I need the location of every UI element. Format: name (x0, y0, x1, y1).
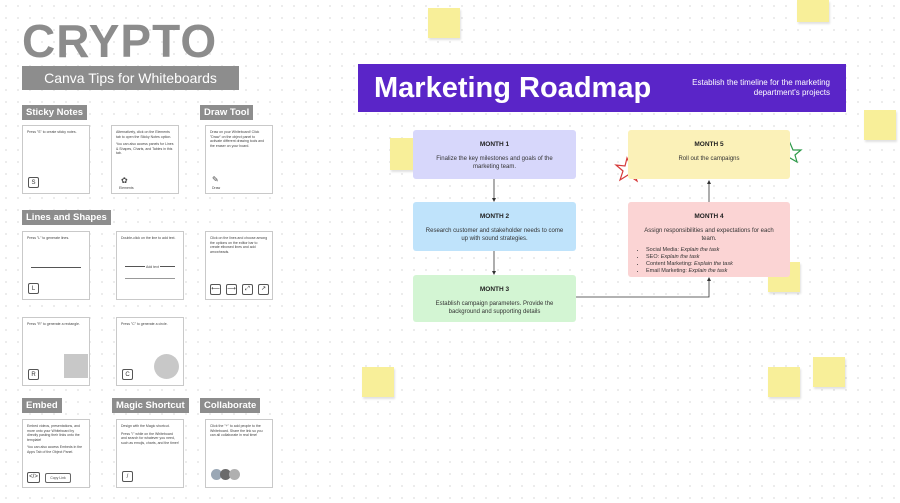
month-5-card[interactable]: MONTH 5 Roll out the campaigns (628, 130, 790, 179)
tip-text: Press "C" to generate a circle. (121, 322, 168, 326)
copy-link-button[interactable]: Copy Link (45, 473, 71, 483)
tip-card-sticky-shortcut[interactable]: Press "S" to create sticky notes. S (22, 125, 90, 194)
section-label-lines-shapes: Lines and Shapes (22, 210, 111, 225)
tip-card-embed[interactable]: Embed videos, presentations, and more on… (22, 419, 90, 488)
month-2-card[interactable]: MONTH 2 Research customer and stakeholde… (413, 202, 576, 251)
sticky-note[interactable] (813, 357, 845, 387)
tip-text: Draw on your Whiteboard! Click "Draw" on… (210, 130, 265, 148)
pencil-icon: ✎ (212, 175, 219, 184)
tip-card-magic[interactable]: Design with the Magic shortcut. Press "/… (116, 419, 184, 488)
key-c-badge: C (122, 369, 133, 380)
sticky-note[interactable] (362, 367, 394, 397)
month-text: Assign responsibilities and expectations… (644, 228, 774, 242)
section-label-collaborate: Collaborate (200, 398, 261, 413)
month-4-card[interactable]: MONTH 4 Assign responsibilities and expe… (628, 202, 790, 277)
task-item: SEO: Explain the task (646, 254, 790, 261)
tip-card-sticky-elements[interactable]: Alternatively, click on the Elements tab… (111, 125, 179, 194)
month-label: MONTH 5 (694, 141, 724, 148)
task-item: Social Media: Explain the task (646, 247, 790, 254)
tip-text: Press "R" to generate a rectangle. (27, 322, 80, 326)
sample-line (125, 278, 175, 279)
section-label-magic-shortcut: Magic Shortcut (112, 398, 189, 413)
month-text: Roll out the campaigns (678, 156, 740, 162)
sample-line (31, 267, 81, 268)
month-label: MONTH 2 (479, 213, 510, 220)
month-text: Establish campaign parameters. Provide t… (435, 301, 554, 315)
tip-text: You can also access panels for Lines & S… (116, 142, 174, 155)
month-1-card[interactable]: MONTH 1 Finalize the key milestones and … (413, 130, 576, 179)
sticky-note[interactable] (428, 8, 460, 38)
sample-rectangle (64, 354, 88, 378)
tip-text: Press "L" to generate lines. (27, 236, 70, 240)
tip-card-collaborate[interactable]: Click the "+" to add people to the White… (205, 419, 273, 488)
month-label: MONTH 1 (479, 141, 510, 148)
tip-card-elbow-lines[interactable]: Click on the lines and choose among the … (205, 231, 273, 300)
draw-icon-label: Draw (212, 186, 221, 190)
key-s-badge: S (28, 177, 39, 188)
section-label-sticky-notes: Sticky Notes (22, 105, 88, 120)
tip-card-rectangle[interactable]: Press "R" to generate a rectangle. R (22, 317, 90, 386)
tip-text: Press "S" to create sticky notes. (27, 130, 77, 134)
line-arrow-icon[interactable]: ⟶ (226, 284, 237, 295)
task-list: Social Media: Explain the task SEO: Expl… (628, 247, 790, 275)
tip-text: Embed videos, presentations, and more on… (27, 424, 80, 442)
month-label: MONTH 4 (694, 213, 724, 220)
tip-text: Click the "+" to add people to the White… (210, 424, 263, 437)
sample-circle (154, 354, 179, 379)
sample-line-text: Add text (145, 265, 160, 270)
line-diagonal-icon[interactable]: ⤢ (242, 284, 253, 295)
roadmap-header[interactable]: Marketing Roadmap Establish the timeline… (358, 64, 846, 112)
tip-text: Press "/" while on the Whiteboard and se… (121, 431, 179, 445)
tip-text: You can also access Embeds in the Apps T… (27, 445, 83, 454)
section-label-embed: Embed (22, 398, 62, 413)
avatar (220, 469, 231, 480)
crypto-title: CRYPTO (22, 15, 218, 67)
tip-card-circle[interactable]: Press "C" to generate a circle. C (116, 317, 184, 386)
task-item: Content Marketing: Explain the task (646, 261, 790, 268)
tip-text: Alternatively, click on the Elements tab… (116, 130, 172, 139)
embed-code-icon: </> (27, 472, 40, 483)
tip-text: Double-click on the line to add text. (121, 236, 176, 240)
line-style-icon[interactable]: ⟵ (210, 284, 221, 295)
month-3-card[interactable]: MONTH 3 Establish campaign parameters. P… (413, 275, 576, 322)
elements-icon: ✿ (121, 176, 128, 185)
tip-text: Click on the lines and choose among the … (210, 236, 268, 254)
elements-icon-label: Elements (119, 186, 134, 190)
tip-text: Design with the Magic shortcut. (121, 424, 170, 428)
line-elbow-icon[interactable]: ↗ (258, 284, 269, 295)
avatar (229, 469, 240, 480)
connector-month3-month4 (576, 277, 711, 298)
month-text: Research customer and stakeholder needs … (425, 228, 564, 242)
tip-card-draw[interactable]: Draw on your Whiteboard! Click "Draw" on… (205, 125, 273, 194)
key-r-badge: R (28, 369, 39, 380)
avatar (211, 469, 222, 480)
key-l-badge: L (28, 283, 39, 294)
task-item: Email Marketing: Explain the task (646, 268, 790, 275)
section-label-draw-tool: Draw Tool (200, 105, 254, 120)
tip-card-line-text[interactable]: Double-click on the line to add text. Ad… (116, 231, 184, 300)
sticky-note[interactable] (864, 110, 896, 140)
roadmap-title: Marketing Roadmap (374, 72, 652, 104)
sticky-note[interactable] (768, 367, 800, 397)
month-text: Finalize the key milestones and goals of… (436, 156, 553, 170)
sticky-note[interactable] (797, 0, 829, 22)
tips-subtitle: Canva Tips for Whiteboards (22, 66, 239, 90)
month-label: MONTH 3 (479, 286, 510, 293)
key-slash-badge: / (122, 471, 133, 482)
tip-card-lines[interactable]: Press "L" to generate lines. L (22, 231, 90, 300)
roadmap-description: Establish the timeline for the marketing… (692, 78, 830, 97)
